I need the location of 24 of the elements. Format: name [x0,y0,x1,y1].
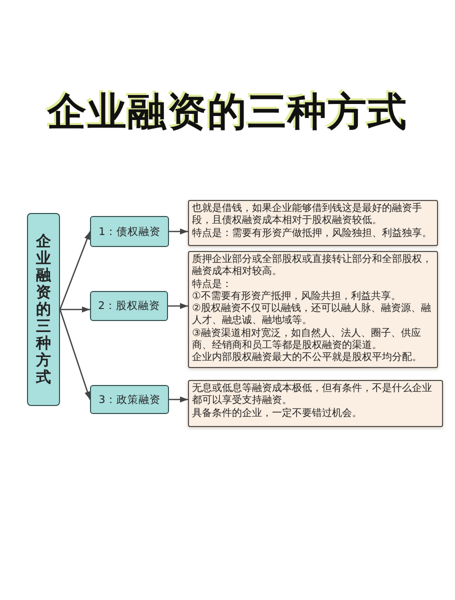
category-box: 1：债权融资 [90,216,169,247]
note-text: 无息或低息等融资成本极低，但有条件，不是什么企业都可以享受支持融资。 [192,383,433,408]
note-text: ②股权融资不仅可以融钱，还可以融人脉、融资源、融人才、融忠诚、融地域等。 [192,303,432,328]
note-text: 企业内部股权融资最大的不公平就是股权平均分配。 [192,352,423,365]
title: 企业融资的三种方式 [46,89,408,137]
note-text: 质押企业部分或全部股权或直接转让部分和全部股权，融资成本相对较高。 [192,254,433,278]
arrow [168,303,188,309]
note-text: 具备条件的企业，一定不要错过机会。 [192,408,363,420]
note-text: 特点是： [192,278,233,291]
note-text: ①不需要有形资产抵押，风险共担，利益共享。 [192,290,402,302]
note-box [188,380,443,427]
arrow [169,228,188,234]
category-box: 2：股权融资 [90,291,168,321]
arrow [60,306,90,312]
topic-box: 企业融资的三种方式 [27,213,60,406]
arrow [59,231,91,310]
arrow [59,309,91,400]
note-box [188,251,438,368]
note-text: 特点是：需要有形资产做抵押，风险独担、利益独享。 [192,228,433,240]
note-text: 也就是借钱，如果企业能够借到钱这是最好的融资手段，且债权融资成本相对于股权融资较低。 [192,203,423,228]
category-box: 3：政策融资 [90,385,169,414]
note-text: ③融资渠道相对宽泛，如自然人、法人、圈子、供应商、经销商和员工等都是股权融资的渠道。 [192,328,422,352]
note-box [188,200,438,246]
arrow [169,396,188,402]
